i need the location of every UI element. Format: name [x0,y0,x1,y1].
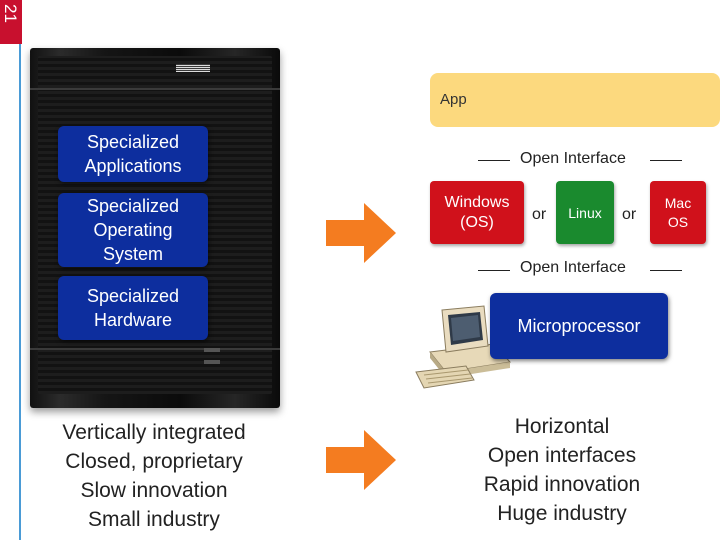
cabinet-band [30,88,280,90]
vendor-logo [176,64,210,72]
processor-label: Microprocessor [517,315,641,336]
caption-line: Slow innovation [80,479,228,502]
layer-specialized-os: Specialized Operating System [58,193,208,267]
layer-specialized-applications: Specialized Applications [58,126,208,182]
os-label: Linux [568,204,602,221]
os-label: Windows [444,193,510,211]
caption-line: Horizontal [514,415,610,438]
interface-rule [478,270,510,271]
caption-line: Open interfaces [487,444,637,467]
interface-rule [478,160,510,161]
caption-line: Vertically integrated [62,421,246,444]
horizontal-model-caption: Horizontal Open interfaces Rapid innovat… [462,412,662,528]
os-label: Mac [664,194,692,211]
caption-line: Huge industry [497,502,627,525]
layer-label: Specialized Operating System [86,196,180,264]
interface-rule [650,270,682,271]
layer-label: Specialized Hardware [86,286,180,330]
vertical-model-caption: Vertically integrated Closed, proprietar… [40,418,268,534]
slide-number: 21 [1,4,20,23]
right-arrow-icon [326,430,396,490]
microprocessor-layer: Microprocessor [490,293,668,359]
interface-rule [650,160,682,161]
os-option-linux: Linux [556,181,614,244]
or-text: or [532,206,547,223]
os-label-sub: OS [667,213,689,230]
status-light [204,348,220,352]
right-arrow-icon [326,203,396,263]
open-interface-bottom: Open Interface [520,259,626,276]
or-text: or [622,206,637,223]
status-light [204,360,220,364]
cabinet-band [30,348,280,350]
caption-line: Small industry [88,508,220,531]
slide-number-tab: 21 [0,0,22,44]
caption-line: Closed, proprietary [65,450,243,473]
layer-specialized-hardware: Specialized Hardware [58,276,208,340]
os-option-mac: Mac OS [650,181,706,244]
left-divider [19,44,21,540]
open-interface-top: Open Interface [520,150,626,167]
caption-line: Rapid innovation [483,473,641,496]
app-layer: App [430,73,720,127]
os-option-windows: Windows (OS) [430,181,524,244]
app-label: App [440,91,467,108]
os-label-sub: (OS) [460,213,494,231]
layer-label: Specialized Applications [84,132,182,176]
